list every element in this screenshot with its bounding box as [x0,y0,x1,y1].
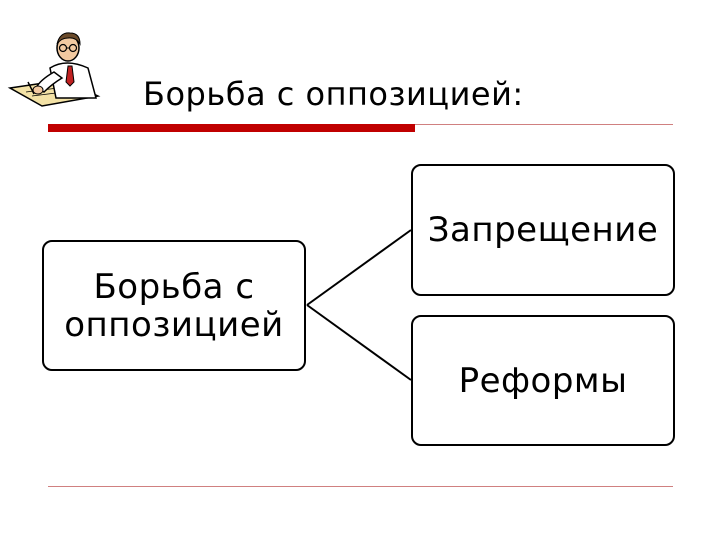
clerk-writing-icon [7,32,101,107]
connector-to-reformy [306,304,412,381]
branch-node-zapreshchenie: Запрещение [411,164,675,296]
slide-title: Борьба с оппозицией: [143,75,524,113]
branch-node-reformy: Реформы [411,315,675,446]
footer-rule [48,486,673,487]
title-underline-thin [415,124,673,125]
connector-to-zapreshchenie [306,229,412,306]
title-underline-accent [48,124,415,132]
root-node: Борьба с оппозицией [42,240,306,371]
